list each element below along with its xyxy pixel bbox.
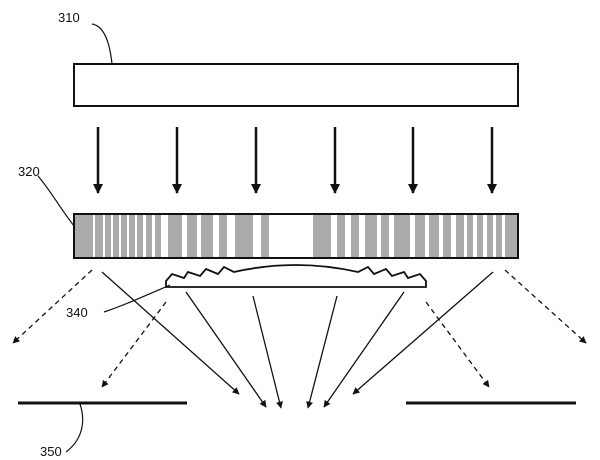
label-310: 310 — [58, 10, 80, 25]
mask-stripe-20 — [382, 215, 388, 257]
mask-stripe-1 — [76, 215, 92, 257]
mask-stripe-16 — [314, 215, 330, 257]
mask-stripe-17 — [338, 215, 344, 257]
focused-ray-9 — [324, 292, 404, 407]
mask-stripe-30 — [506, 215, 516, 257]
scattered-ray-4 — [505, 270, 586, 343]
mask-stripe-11 — [188, 215, 196, 257]
mask-stripe-25 — [457, 215, 463, 257]
mask-stripe-6 — [130, 215, 134, 257]
mask-stripe-15 — [262, 215, 268, 257]
focused-ray-5 — [102, 272, 239, 394]
focused-ray-10 — [353, 272, 493, 394]
focused-ray-7 — [253, 296, 281, 408]
mask-stripe-29 — [497, 215, 501, 257]
mask-stripe-4 — [114, 215, 118, 257]
scattered-ray-3 — [426, 302, 489, 387]
mask-stripe-13 — [220, 215, 226, 257]
scattered-ray-2 — [102, 302, 166, 387]
mask-stripe-19 — [366, 215, 376, 257]
lens-leader-line — [104, 285, 170, 312]
mask-stripe-21 — [395, 215, 409, 257]
mask-plate — [74, 214, 518, 258]
mask-stripe-18 — [352, 215, 358, 257]
mask-stripe-28 — [488, 215, 492, 257]
mask-stripe-22 — [416, 215, 424, 257]
source-leader-line — [92, 24, 112, 64]
source-plate — [74, 64, 518, 106]
mask-stripe-26 — [468, 215, 472, 257]
mask-stripe-23 — [430, 215, 438, 257]
focused-ray-8 — [308, 296, 337, 408]
mask-stripe-2 — [96, 215, 102, 257]
mask-stripe-24 — [444, 215, 450, 257]
mask-stripe-9 — [156, 215, 160, 257]
light-rays — [13, 270, 586, 408]
mask-stripe-8 — [147, 215, 151, 257]
label-320: 320 — [18, 164, 40, 179]
mask-stripe-5 — [122, 215, 126, 257]
label-340: 340 — [66, 305, 88, 320]
incident-arrows — [98, 127, 492, 193]
fresnel-lens — [166, 265, 426, 287]
mask-stripe-12 — [202, 215, 212, 257]
label-350: 350 — [40, 444, 62, 459]
mask-stripe-7 — [138, 215, 142, 257]
target-leader-line — [66, 404, 83, 452]
mask-leader-line — [38, 176, 74, 226]
focused-ray-6 — [186, 292, 266, 407]
mask-stripe-27 — [478, 215, 482, 257]
mask-stripe-10 — [169, 215, 181, 257]
mask-stripe-3 — [106, 215, 110, 257]
mask-stripe-14 — [236, 215, 252, 257]
mask-stripes — [76, 215, 516, 257]
